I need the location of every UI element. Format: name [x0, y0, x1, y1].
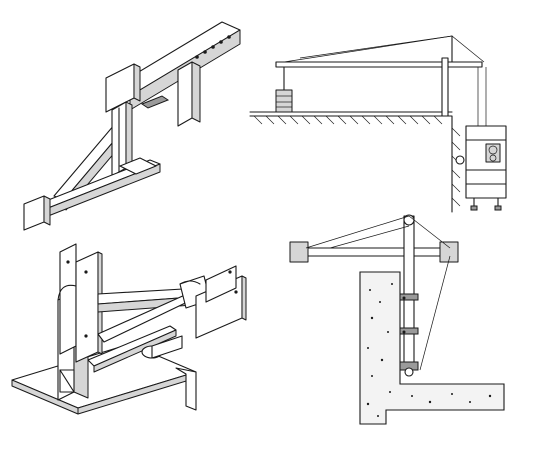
cantilever-beam-on-parapet-section: [289, 214, 505, 425]
bracket-base-isometric: [11, 243, 247, 415]
suspended-platform-roof-installation: [249, 35, 507, 213]
column-side-plate: [75, 251, 99, 363]
end-clamp-plate: [205, 265, 237, 303]
bolt-hole: [203, 50, 207, 54]
truss-tab: [140, 95, 170, 109]
tie-rod: [408, 215, 451, 249]
cantilever-beam: [275, 61, 483, 68]
bolt-hole: [211, 45, 215, 49]
bolt-hole: [195, 55, 199, 59]
front-end-block: [439, 241, 459, 263]
rear-weight: [289, 241, 309, 263]
bracket-truss-isometric: [23, 21, 241, 231]
truss-post-side: [191, 61, 201, 123]
front-post: [441, 57, 449, 117]
parapet-mast: [403, 215, 415, 367]
counterweight: [275, 89, 293, 113]
suspension-line: [419, 255, 451, 371]
concrete-parapet: [359, 271, 505, 425]
bolt-hole: [219, 40, 223, 44]
truss-foot: [119, 157, 157, 175]
parapet-beam: [297, 247, 451, 257]
truss-bottom-end-plate: [23, 195, 45, 231]
bolt-hole: [227, 35, 231, 39]
wall-roller: [455, 155, 465, 165]
roof-slab: [249, 115, 453, 213]
tie-cable: [283, 35, 485, 63]
truss-post: [177, 61, 193, 127]
hoist-unit: [485, 143, 501, 163]
tie-rod: [305, 215, 410, 249]
concrete-aggregate: [366, 283, 492, 417]
roof-hatching: [253, 115, 461, 207]
base-lip: [175, 367, 197, 411]
